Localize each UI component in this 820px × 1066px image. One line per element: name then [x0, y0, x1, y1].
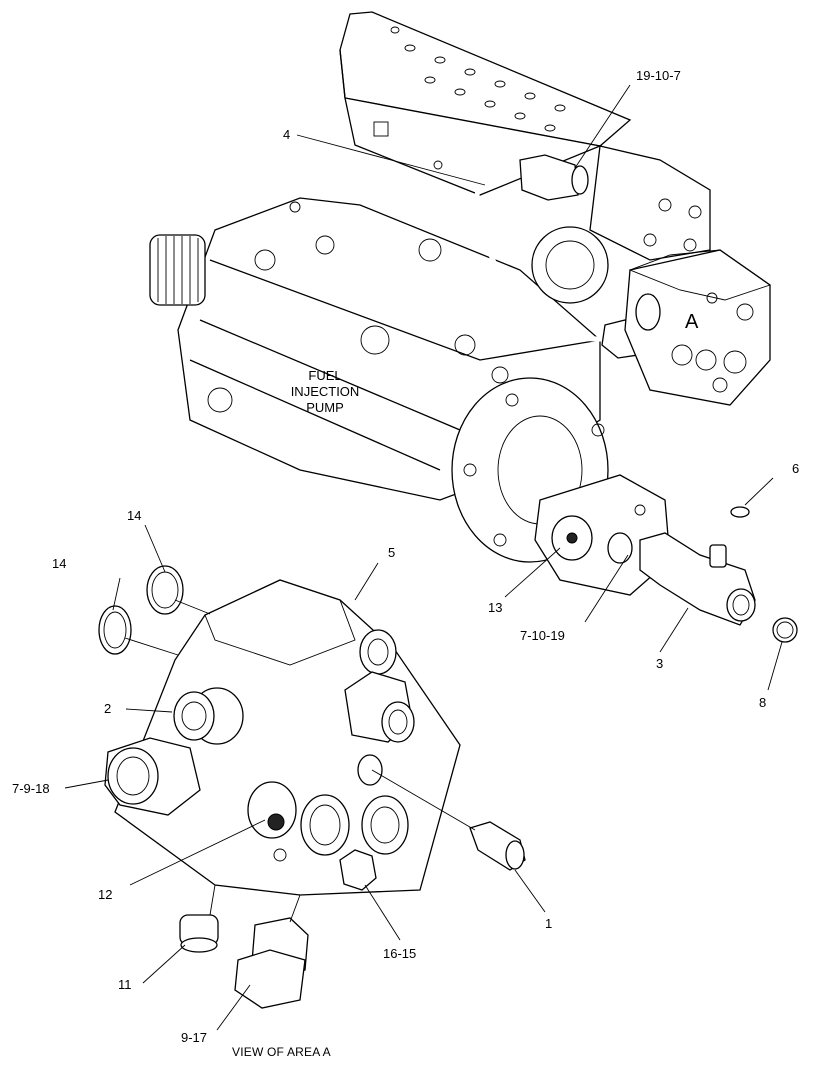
callout-6: 6	[792, 461, 799, 476]
callout-9-17: 9-17	[181, 1030, 207, 1045]
callout-7-9-18: 7-9-18	[12, 781, 50, 796]
view-caption: VIEW OF AREA A	[232, 1045, 331, 1059]
callout-12: 12	[98, 887, 112, 902]
callout-8: 8	[759, 695, 766, 710]
pump-name-line-1: FUEL	[308, 368, 341, 383]
pump-name-line-3: PUMP	[306, 400, 344, 415]
callout-2: 2	[104, 701, 111, 716]
callout-labels: 19-10-7 4 6 14 14 5 13 7-10-19 3 8 2 7-9…	[12, 68, 799, 1045]
leader-lines	[64, 84, 783, 1031]
callout-16-15: 16-15	[383, 946, 416, 961]
area-letter: A	[685, 311, 699, 333]
callout-5: 5	[388, 545, 395, 560]
pump-name-line-2: INJECTION	[291, 384, 360, 399]
callout-19-10-7: 19-10-7	[636, 68, 681, 83]
callout-3: 3	[656, 656, 663, 671]
fuel-injection-pump-assembly	[149, 11, 798, 643]
callout-13: 13	[488, 600, 502, 615]
callout-14-right: 14	[127, 508, 141, 523]
callout-7-10-19: 7-10-19	[520, 628, 565, 643]
callout-11: 11	[118, 977, 132, 992]
callout-1: 1	[545, 916, 552, 931]
area-a-detail-view	[98, 565, 526, 1009]
callout-14-left: 14	[52, 556, 66, 571]
callout-4: 4	[283, 127, 290, 142]
